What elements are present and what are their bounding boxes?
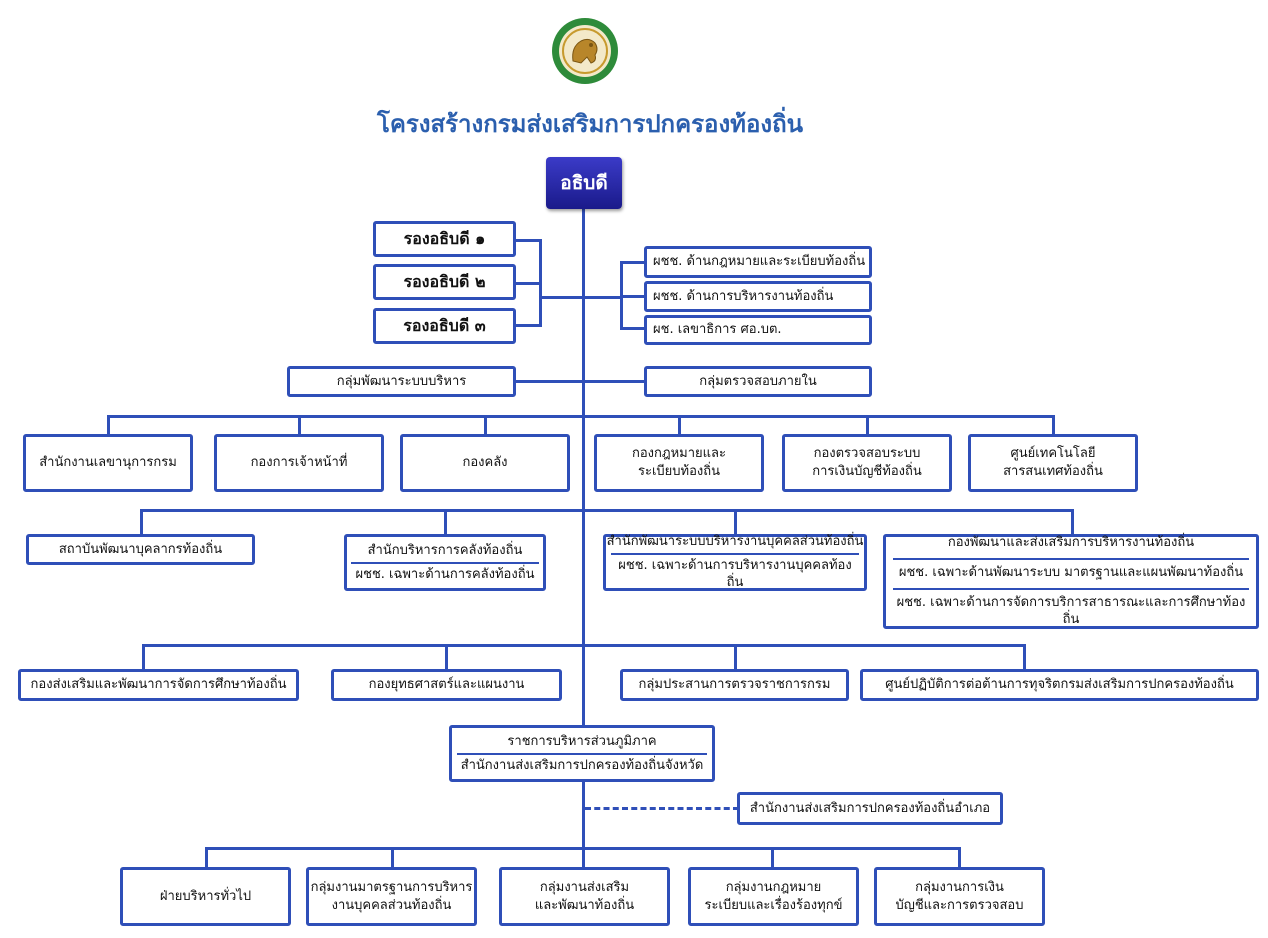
bureau-box: กองตรวจสอบระบบ การเงินบัญชีท้องถิ่น bbox=[782, 434, 952, 492]
institute-box: สถาบันพัฒนาบุคลากรท้องถิ่น bbox=[26, 534, 255, 565]
division-box: กองยุทธศาสตร์และแผนงาน bbox=[331, 669, 562, 701]
personnel-bureau-box: สำนักพัฒนาระบบบริหารงานบุคคลส่วนท้องถิ่น… bbox=[603, 534, 867, 591]
connector bbox=[771, 847, 774, 869]
division-box: กลุ่มประสานการตรวจราชการกรม bbox=[620, 669, 849, 701]
provincial-group-box: กลุ่มงานกฎหมาย ระเบียบและเรื่องร้องทุกข์ bbox=[688, 867, 859, 926]
bureau-box: สำนักงานเลขานุการกรม bbox=[23, 434, 193, 492]
bureau-label: กองพัฒนาและส่งเสริมการบริหารงานท้องถิ่น bbox=[947, 535, 1195, 551]
bureau-label: การเงินบัญชีท้องถิ่น bbox=[812, 464, 922, 479]
deputy-box: รองอธิบดี ๓ bbox=[373, 308, 516, 344]
advisor-box: ผช. เลขาธิการ ศอ.บต. bbox=[644, 315, 872, 345]
group-label: กลุ่มงานส่งเสริม bbox=[539, 879, 630, 895]
page-title: โครงสร้างกรมส่งเสริมการปกครองท้องถิ่น bbox=[376, 110, 804, 138]
bureau-label: กองคลัง bbox=[462, 455, 508, 471]
expert-label: ผชช. เฉพาะด้านการจัดการบริการสาธารณะและก… bbox=[893, 587, 1249, 629]
deputy-box: รองอธิบดี ๑ bbox=[373, 221, 516, 257]
advisor-box: ผชช. ด้านกฎหมายและระเบียบท้องถิ่น bbox=[644, 246, 872, 278]
connector bbox=[1071, 509, 1074, 537]
connector bbox=[205, 847, 208, 869]
group-label: กลุ่มงานกฎหมาย bbox=[725, 879, 822, 895]
connector bbox=[140, 509, 143, 537]
connector bbox=[1052, 415, 1055, 436]
bureau-box: กองการเจ้าหน้าที่ bbox=[214, 434, 384, 492]
fiscal-bureau-box: สำนักบริหารการคลังท้องถิ่น ผชช. เฉพาะด้า… bbox=[344, 534, 546, 591]
group-label: ฝ่ายบริหารทั่วไป bbox=[159, 888, 252, 904]
expert-label: ผชช. เฉพาะด้านการบริหารงานบุคคลท้องถิ่น bbox=[611, 552, 859, 592]
provincial-group-box: กลุ่มงานมาตรฐานการบริหาร งานบุคคลส่วนท้อ… bbox=[306, 867, 477, 926]
connector bbox=[142, 644, 1026, 647]
main-spine bbox=[582, 209, 585, 859]
group-label: บัญชีและการตรวจสอบ bbox=[895, 897, 1024, 913]
bureau-label: สำนักพัฒนาระบบบริหารงานบุคคลส่วนท้องถิ่น bbox=[606, 534, 864, 550]
connector bbox=[298, 415, 301, 436]
expert-label: ผชช. เฉพาะด้านการคลังท้องถิ่น bbox=[350, 561, 540, 584]
group-label: ระเบียบและเรื่องร้องทุกข์ bbox=[704, 897, 843, 913]
connector bbox=[734, 644, 737, 671]
provincial-group-box: กลุ่มงานการเงิน บัญชีและการตรวจสอบ bbox=[874, 867, 1045, 926]
connector bbox=[444, 509, 447, 537]
connector bbox=[584, 296, 622, 299]
connector bbox=[514, 380, 646, 383]
connector bbox=[734, 509, 737, 537]
bureau-label: ศูนย์เทคโนโลยี bbox=[1010, 446, 1096, 462]
district-dashed-connector bbox=[585, 807, 739, 810]
connector bbox=[620, 327, 646, 330]
promotion-division-box: กองพัฒนาและส่งเสริมการบริหารงานท้องถิ่น … bbox=[883, 534, 1259, 629]
department-seal-icon bbox=[552, 18, 618, 84]
group-label: กลุ่มงานการเงิน bbox=[915, 879, 1004, 895]
connector bbox=[391, 847, 394, 869]
division-box: ศูนย์ปฏิบัติการต่อต้านการทุจริตกรมส่งเสร… bbox=[860, 669, 1259, 701]
connector bbox=[866, 415, 869, 436]
director-general-box: อธิบดี bbox=[546, 157, 622, 209]
connector bbox=[514, 239, 542, 242]
expert-label: ผชช. เฉพาะด้านพัฒนาระบบ มาตรฐานและแผนพัฒ… bbox=[893, 557, 1249, 586]
connector bbox=[514, 282, 542, 285]
staff-group-box: กลุ่มพัฒนาระบบบริหาร bbox=[287, 366, 516, 397]
staff-group-box: กลุ่มตรวจสอบภายใน bbox=[644, 366, 872, 397]
bureau-label: สำนักบริหารการคลังท้องถิ่น bbox=[367, 542, 523, 558]
connector bbox=[620, 295, 646, 298]
bureau-label: สำนักงานเลขานุการกรม bbox=[39, 455, 177, 471]
connector bbox=[539, 296, 585, 299]
connector bbox=[678, 415, 681, 436]
connector bbox=[539, 239, 542, 327]
connector bbox=[582, 847, 585, 869]
bureau-box: กองคลัง bbox=[400, 434, 570, 492]
connector bbox=[142, 644, 145, 671]
provincial-group-box: ฝ่ายบริหารทั่วไป bbox=[120, 867, 291, 926]
regional-box: ราชการบริหารส่วนภูมิภาค สำนักงานส่งเสริม… bbox=[449, 725, 715, 782]
bureau-box: ศูนย์เทคโนโลยี สารสนเทศท้องถิ่น bbox=[968, 434, 1138, 492]
connector bbox=[484, 415, 487, 436]
connector bbox=[445, 644, 448, 671]
connector bbox=[140, 509, 1074, 512]
advisor-box: ผชช. ด้านการบริหารงานท้องถิ่น bbox=[644, 281, 872, 312]
connector bbox=[107, 415, 1055, 418]
connector bbox=[620, 261, 646, 264]
division-box: กองส่งเสริมและพัฒนาการจัดการศึกษาท้องถิ่… bbox=[18, 669, 299, 701]
deputy-box: รองอธิบดี ๒ bbox=[373, 264, 516, 300]
bureau-label: กองตรวจสอบระบบ bbox=[813, 446, 921, 462]
connector bbox=[1023, 644, 1026, 671]
bureau-box: กองกฎหมายและ ระเบียบท้องถิ่น bbox=[594, 434, 764, 492]
bureau-label: กองการเจ้าหน้าที่ bbox=[250, 455, 348, 471]
connector bbox=[107, 415, 110, 436]
district-office-box: สำนักงานส่งเสริมการปกครองท้องถิ่นอำเภอ bbox=[737, 792, 1003, 825]
provincial-group-box: กลุ่มงานส่งเสริม และพัฒนาท้องถิ่น bbox=[499, 867, 670, 926]
regional-label: ราชการบริหารส่วนภูมิภาค bbox=[507, 733, 657, 749]
group-label: กลุ่มงานมาตรฐานการบริหาร bbox=[310, 879, 473, 895]
bureau-label: สารสนเทศท้องถิ่น bbox=[1003, 464, 1103, 479]
group-label: งานบุคคลส่วนท้องถิ่น bbox=[331, 897, 452, 913]
provincial-office-label: สำนักงานส่งเสริมการปกครองท้องถิ่นจังหวัด bbox=[457, 752, 707, 775]
group-label: และพัฒนาท้องถิ่น bbox=[534, 897, 635, 913]
connector bbox=[958, 847, 961, 869]
connector bbox=[514, 324, 542, 327]
bureau-label: กองกฎหมายและ bbox=[631, 446, 726, 462]
bureau-label: ระเบียบท้องถิ่น bbox=[637, 464, 720, 479]
